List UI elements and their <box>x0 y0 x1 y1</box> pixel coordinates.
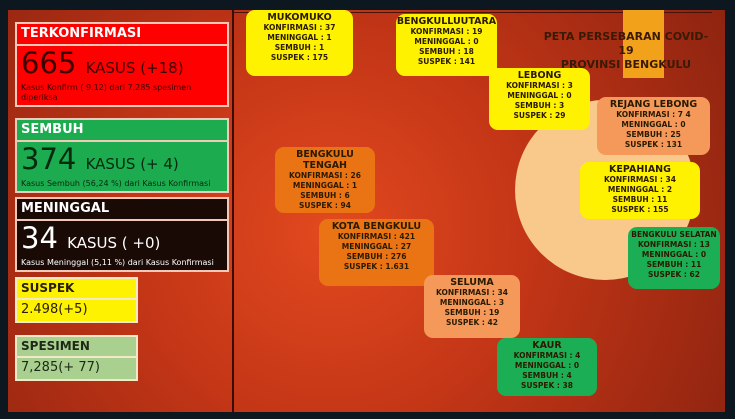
region-stat: KONFIRMASI : 3 <box>506 81 573 90</box>
region-name: KEPAHIANG <box>609 164 671 175</box>
region-stat: MENINGGAL : 0 <box>414 37 479 46</box>
region-stat: SEMBUH : 25 <box>626 130 681 139</box>
region-stat: KONFIRMASI : 26 <box>289 171 361 180</box>
specimen-card: SPESIMEN 7,285(+ 77) <box>15 335 138 381</box>
recovered-unit: KASUS (+ 4) <box>85 155 179 173</box>
map-border <box>234 12 712 13</box>
confirmed-unit: KASUS (+18) <box>85 59 184 77</box>
region-stat: SUSPEK : 1.631 <box>343 262 410 271</box>
region-name: BENGKULU SELATAN <box>631 230 717 239</box>
specimen-label: SPESIMEN <box>17 337 136 358</box>
region-stat: KONFIRMASI : 37 <box>263 23 336 32</box>
deaths-unit: KASUS ( +0) <box>67 234 161 252</box>
region-stat: MENINGGAL : 0 <box>641 250 707 259</box>
region-stat: SUSPEK : 94 <box>299 201 351 210</box>
region-name: BENGKULU TENGAH <box>296 149 354 171</box>
region-name: KOTA BENGKULU <box>331 221 422 232</box>
region-stat: KONFIRMASI : 7 4 <box>616 110 691 119</box>
region-stat: SEMBUH : 11 <box>612 195 668 204</box>
region-stat: KONFIRMASI : 13 <box>638 240 710 249</box>
recovered-label: SEMBUH <box>17 120 227 142</box>
recovered-count: 374 <box>21 142 77 176</box>
orange-accent-bar <box>623 10 664 78</box>
confirmed-label: TERKONFIRMASI <box>17 24 227 46</box>
region-stat: MENINGGAL : 0 <box>514 361 580 370</box>
region-stat: SEMBUH : 19 <box>444 308 500 317</box>
map-title-line2: PROVINSI BENGKULU <box>560 58 692 71</box>
region-stat: MENINGGAL : 27 <box>341 242 412 251</box>
region-stat: SUSPEK : 155 <box>611 205 669 214</box>
region-stat: SUSPEK : 62 <box>648 270 700 279</box>
region-name: KAUR <box>532 340 562 351</box>
suspect-card: SUSPEK 2.498(+5) <box>15 277 138 323</box>
region-name: REJANG LEBONG <box>609 99 698 110</box>
region-stat: KONFIRMASI : 4 <box>513 351 581 360</box>
region-name: SELUMA <box>450 277 494 288</box>
region-stat: KONFIRMASI : 34 <box>604 175 676 184</box>
region-stat: SEMBUH : 276 <box>346 252 407 261</box>
confirmed-count: 665 <box>21 46 77 80</box>
region-stat: SUSPEK : 131 <box>624 140 683 149</box>
recovered-note: Kasus Sembuh (56,24 %) dari Kasus Konfir… <box>21 179 211 188</box>
region-stat: SEMBUH : 6 <box>300 191 350 200</box>
deaths-card: MENINGGAL 34 KASUS ( +0) Kasus Meninggal… <box>15 197 229 272</box>
map-title-line1: PETA PERSEBARAN COVID-19 <box>543 30 709 57</box>
region-stat: SEMBUH : 3 <box>514 101 565 110</box>
region-stat: MENINGGAL : 0 <box>621 120 686 129</box>
region-stat: SEMBUH : 4 <box>522 371 572 380</box>
region-name: LEBONG <box>517 70 562 81</box>
region-stat: KONFIRMASI : 421 <box>337 232 416 241</box>
region-stat: SUSPEK : 29 <box>513 111 566 120</box>
region-name: MUKOMUKO <box>267 12 332 23</box>
map-title: PETA PERSEBARAN COVID-19 PROVINSI BENGKU… <box>540 30 712 72</box>
recovered-card: SEMBUH 374 KASUS (+ 4) Kasus Sembuh (56,… <box>15 118 229 193</box>
region-stat: KONFIRMASI : 19 <box>410 27 483 36</box>
region-stat: SEMBUH : 18 <box>419 47 474 56</box>
region-stat: MENINGGAL : 1 <box>267 33 332 42</box>
deaths-count: 34 <box>21 221 58 255</box>
region-stat: SUSPEK : 38 <box>521 381 573 390</box>
region-stat: SUSPEK : 141 <box>417 57 476 66</box>
region-stat: SEMBUH : 11 <box>646 260 702 269</box>
region-stat: MENINGGAL : 3 <box>439 298 505 307</box>
region-name: BENGKULLUUTARA <box>396 16 497 27</box>
region-stat: SUSPEK : 42 <box>446 318 498 327</box>
region-stat: MENINGGAL : 0 <box>507 91 572 100</box>
deaths-label: MENINGGAL <box>17 199 227 221</box>
region-stat: MENINGGAL : 2 <box>607 185 673 194</box>
confirmed-card: TERKONFIRMASI 665 KASUS (+18) Kasus Konf… <box>15 22 229 107</box>
specimen-value: 7,285(+ 77) <box>21 360 100 375</box>
region-stat: SEMBUH : 1 <box>274 43 325 52</box>
suspect-label: SUSPEK <box>17 279 136 300</box>
divider <box>232 10 234 412</box>
region-stat: MENINGGAL : 1 <box>292 181 358 190</box>
confirmed-note: Kasus Konfirm ( 9.12) dari 7.285 spesime… <box>21 83 192 102</box>
deaths-note: Kasus Meninggal (5,11 %) dari Kasus Konf… <box>21 258 214 267</box>
region-stat: KONFIRMASI : 34 <box>436 288 508 297</box>
region-stat: SUSPEK : 175 <box>270 53 329 62</box>
suspect-value: 2.498(+5) <box>21 302 88 317</box>
